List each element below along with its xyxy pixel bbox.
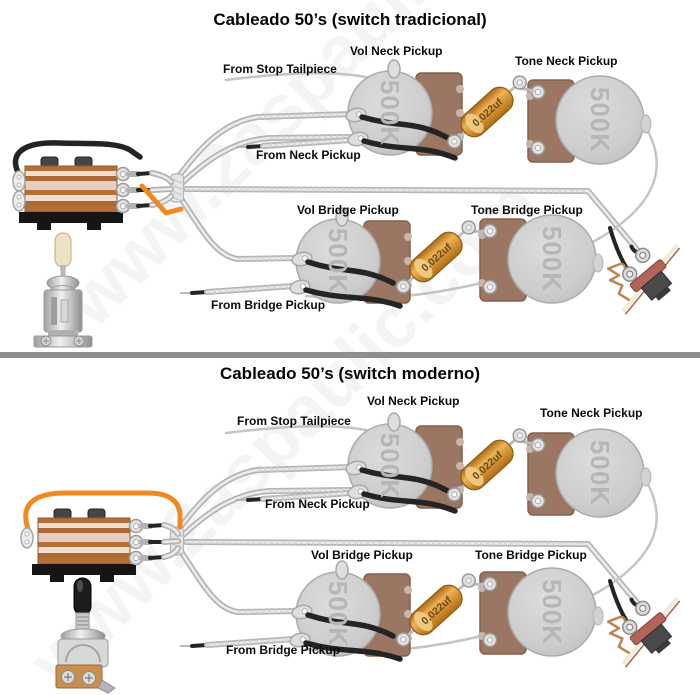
label-vol-bridge: Vol Bridge Pickup [311, 548, 413, 562]
pot-value-label: 500K [323, 581, 353, 647]
screw [61, 670, 75, 684]
label-vol-neck: Vol Neck Pickup [367, 394, 460, 408]
pot-value-label: 500K [537, 579, 567, 645]
label-from-neck: From Neck Pickup [265, 497, 370, 511]
orange-jumper-wire [139, 183, 184, 216]
label-tone-neck: Tone Neck Pickup [540, 406, 643, 420]
label-tone-neck: Tone Neck Pickup [515, 54, 618, 68]
switch-modern-group [20, 490, 183, 583]
label-vol-neck: Vol Neck Pickup [350, 44, 443, 58]
pot-value-label: 500K [537, 226, 567, 292]
switch-output-wires [139, 522, 181, 561]
pot-value-label: 500K [585, 87, 615, 153]
toggle-switch-modern [55, 577, 116, 694]
label-from-neck: From Neck Pickup [256, 148, 361, 162]
switch-body [57, 638, 109, 668]
screw [82, 671, 96, 685]
switch-black-jumper [12, 140, 143, 179]
switch-foot [97, 679, 116, 694]
screw [40, 335, 52, 347]
label-tone-bridge: Tone Bridge Pickup [475, 548, 587, 562]
section-divider [0, 352, 700, 358]
switch-tip-cream [54, 232, 72, 268]
label-from-bridge: From Bridge Pickup [211, 298, 326, 312]
screw [73, 335, 85, 347]
orange-jumper-wire [23, 490, 183, 537]
label-tone-bridge: Tone Bridge Pickup [471, 203, 583, 217]
pot-value-label: 500K [375, 433, 405, 499]
label-vol-bridge: Vol Bridge Pickup [297, 203, 399, 217]
pot-value-label: 500K [375, 80, 405, 146]
pot-value-label: 500K [323, 228, 353, 294]
label-from-stop-tailpiece: From Stop Tailpiece [223, 62, 337, 76]
pot-value-label: 500K [585, 440, 615, 506]
switch-traditional-group [12, 140, 184, 231]
diagram-title-traditional: Cableado 50’s (switch tradicional) [213, 10, 487, 29]
label-from-bridge: From Bridge Pickup [226, 643, 341, 657]
toggle-switch-traditional [33, 232, 93, 348]
label-from-stop-tailpiece: From Stop Tailpiece [237, 414, 351, 428]
diagram-title-modern: Cableado 50’s (switch moderno) [219, 364, 481, 383]
